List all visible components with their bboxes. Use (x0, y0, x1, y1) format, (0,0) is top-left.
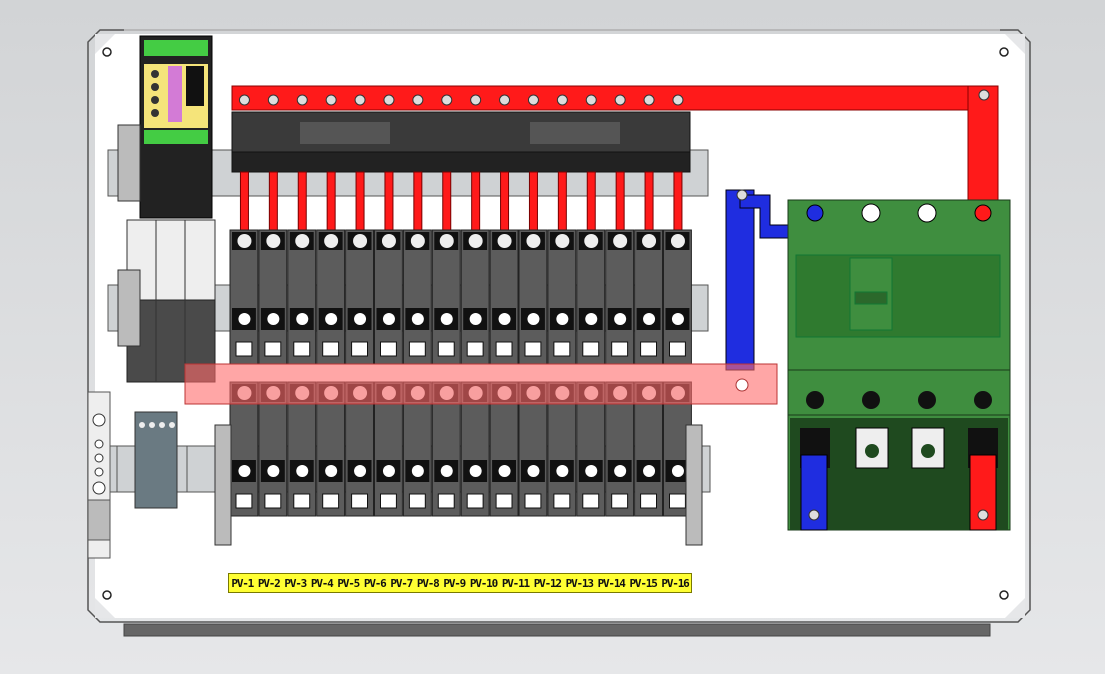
string-label-2: PV-2 (257, 576, 281, 590)
terminal-4 (316, 229, 346, 365)
string-label-10: PV-10 (469, 576, 498, 590)
jumper-wire-8 (442, 171, 452, 231)
string-label-6: PV-6 (363, 576, 387, 590)
jumper-wire-2 (268, 171, 278, 231)
terminal-6 (374, 229, 403, 365)
busbar-screw (527, 94, 539, 106)
end-brackets (117, 124, 703, 546)
busbar-screw (585, 94, 597, 106)
string-label-5: PV-5 (337, 576, 360, 590)
jumper-wire-6 (384, 171, 394, 231)
terminal-15 (634, 229, 663, 365)
busbar-screws (238, 94, 684, 106)
comb-busbar (184, 363, 778, 405)
terminal-12 (547, 229, 577, 365)
terminal-13 (576, 229, 606, 365)
fuse-holders (231, 111, 691, 173)
busbar-screw (354, 94, 366, 106)
string-label-11: PV-11 (501, 576, 530, 590)
negative-busbar (725, 189, 796, 371)
string-label-8: PV-8 (416, 576, 440, 590)
small-terminals (116, 411, 188, 509)
ground-bar (87, 391, 111, 559)
string-label-14: PV-14 (597, 576, 626, 590)
jumper-wire-13 (586, 171, 596, 231)
jumper-wire-4 (326, 171, 336, 231)
terminal-3 (287, 229, 317, 365)
busbar-screw (643, 94, 655, 106)
terminal-10 (489, 229, 519, 365)
monitor-module (139, 35, 213, 219)
busbar-screw (556, 94, 568, 106)
terminal-14 (605, 229, 635, 365)
circuit-breaker (787, 199, 1011, 531)
terminal-block-upper (229, 229, 692, 365)
busbar-screw (672, 94, 684, 106)
jumper-wire-15 (644, 171, 654, 231)
string-label-4: PV-4 (310, 576, 334, 590)
busbar-screw (470, 94, 482, 106)
busbar-screw (296, 94, 308, 106)
terminal-7 (402, 229, 432, 365)
terminal-16 (663, 229, 692, 365)
busbar-screw (499, 94, 511, 106)
jumper-wire-1 (239, 171, 249, 231)
string-label-7: PV-7 (390, 576, 413, 590)
jumper-wire-3 (297, 171, 307, 231)
string-label-9: PV-9 (443, 576, 466, 590)
jumper-wire-12 (557, 171, 567, 231)
string-label-12: PV-12 (533, 576, 562, 590)
jumper-wire-16 (673, 171, 683, 231)
string-label-15: PV-15 (629, 576, 658, 590)
jumper-wire-9 (471, 171, 481, 231)
plate-bottom-edge (123, 623, 991, 637)
jumper-wire-7 (413, 171, 423, 231)
terminal-9 (460, 229, 490, 365)
busbar-screw (325, 94, 337, 106)
terminal-2 (258, 229, 288, 365)
jumper-wire-10 (500, 171, 510, 231)
busbar-screw (614, 94, 626, 106)
busbar-screw (441, 94, 453, 106)
string-label-13: PV-13 (565, 576, 594, 590)
busbar-screw (412, 94, 424, 106)
busbar-screw (267, 94, 279, 106)
terminal-11 (518, 229, 548, 365)
busbar-screw (383, 94, 395, 106)
jumper-wire-11 (528, 171, 538, 231)
jumper-wire-14 (615, 171, 625, 231)
terminal-8 (431, 229, 461, 365)
jumper-wire-5 (355, 171, 365, 231)
terminal-1 (229, 229, 259, 365)
mounting-holes (102, 47, 1009, 600)
busbar-screw (238, 94, 250, 106)
string-label-3: PV-3 (284, 576, 307, 590)
string-label-1: PV-1 (231, 576, 254, 590)
string-label-16: PV-16 (661, 576, 689, 590)
terminal-5 (345, 229, 375, 365)
